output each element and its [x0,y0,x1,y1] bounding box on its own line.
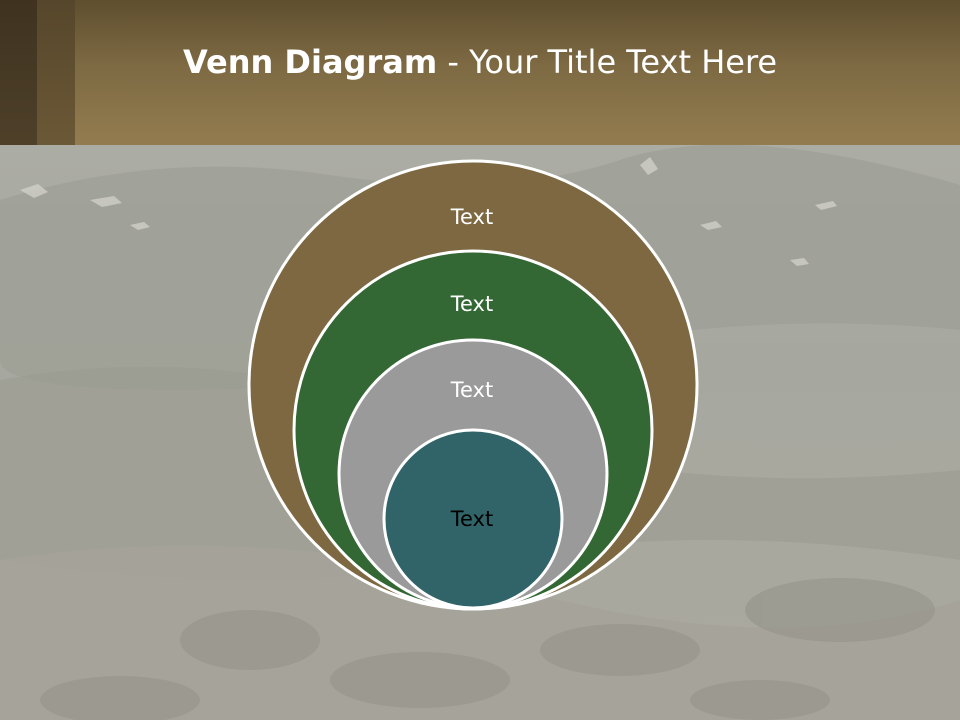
slide-title-rest: - Your Title Text Here [437,43,778,81]
title-bar-accent-dark [0,0,37,145]
venn-label-inner: Text [450,507,493,531]
title-bar [0,0,960,145]
venn-label-third: Text [450,378,493,402]
venn-label-second: Text [450,292,493,316]
venn-label-outer: Text [450,205,493,229]
venn-circle-inner[interactable] [382,428,564,610]
title-bar-accent-mid [37,0,75,145]
slide-title-bold: Venn Diagram [183,43,438,81]
slide-title: Venn Diagram - Your Title Text Here [183,42,777,86]
